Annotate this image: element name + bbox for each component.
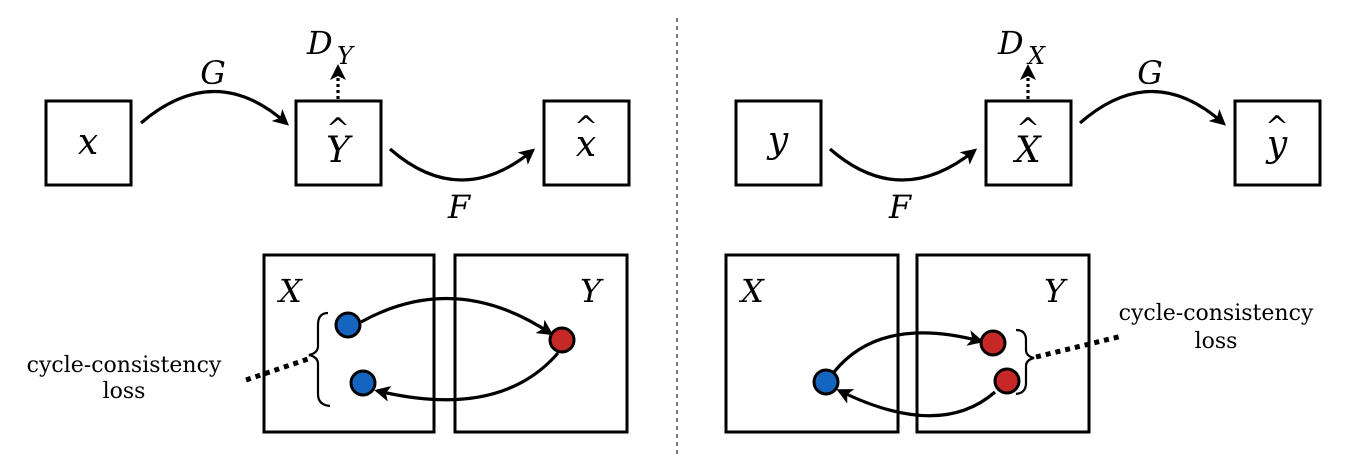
right-domain-y-label: Y xyxy=(1044,272,1068,310)
right-forward-cycle-arrow xyxy=(832,330,984,374)
left-panel: x Y ^ x ^ G F D Y X Y cycle-consistency xyxy=(27,24,631,434)
right-point-x xyxy=(979,329,1007,357)
right-node-y-label: y xyxy=(766,120,789,161)
left-g-arrow xyxy=(139,89,289,126)
left-g-label: G xyxy=(200,54,226,92)
right-f-label: F xyxy=(888,188,913,226)
left-node-xhat-label: x xyxy=(576,124,596,165)
right-node-xhat-hat: ^ xyxy=(1016,112,1039,145)
left-point-x xyxy=(334,311,362,339)
left-f-arrow xyxy=(388,147,536,182)
right-point-y-reconstructed xyxy=(993,367,1021,395)
right-g-arrow xyxy=(1078,89,1226,126)
left-domain-y-box xyxy=(453,253,629,434)
left-node-xhat-box xyxy=(542,99,631,187)
left-loss-connector xyxy=(245,356,309,383)
right-loss-brace xyxy=(1015,328,1035,396)
left-loss-brace xyxy=(308,311,331,408)
left-f-label: F xyxy=(447,188,472,226)
left-domain-x-box xyxy=(262,253,436,434)
right-backward-cycle-arrow xyxy=(836,389,997,418)
left-node-yhat-hat: ^ xyxy=(326,112,349,145)
left-forward-cycle-arrow xyxy=(360,296,554,336)
right-loss-label-line2: loss xyxy=(1195,329,1238,354)
left-loss-label-line1: cycle-consistency xyxy=(27,353,222,378)
left-disc-sub: Y xyxy=(337,42,355,70)
left-node-xhat-hat: ^ xyxy=(574,110,597,143)
right-disc-main: D xyxy=(997,24,1024,62)
right-loss-connector xyxy=(1035,333,1123,360)
right-loss-label-line1: cycle-consistency xyxy=(1119,301,1314,326)
left-node-yhat-box xyxy=(294,99,383,187)
right-point-y-source xyxy=(812,368,840,396)
left-loss-label-line2: loss xyxy=(103,379,146,404)
left-backward-cycle-arrow xyxy=(374,351,560,402)
left-domain-x-label: X xyxy=(276,272,303,310)
left-node-x-label: x xyxy=(78,122,98,163)
right-panel: y X ^ y ^ F G D X X Y cycle-consistency xyxy=(724,24,1322,434)
right-node-yhat-box xyxy=(1233,99,1322,187)
right-node-y-box xyxy=(734,99,823,187)
left-node-x-box xyxy=(44,99,133,187)
left-point-y xyxy=(548,326,576,354)
right-f-arrow xyxy=(828,147,978,182)
left-node-yhat-label: Y xyxy=(326,130,353,171)
right-node-yhat-hat: ^ xyxy=(1265,110,1288,143)
right-node-yhat-label: y xyxy=(1265,124,1288,165)
left-disc-main: D xyxy=(306,24,333,62)
right-disc-sub: X xyxy=(1026,42,1046,70)
right-domain-x-label: X xyxy=(738,272,765,310)
left-domain-y-label: Y xyxy=(580,272,604,310)
right-node-xhat-box xyxy=(984,99,1073,187)
left-point-x-reconstructed xyxy=(349,369,377,397)
right-g-label: G xyxy=(1137,54,1163,92)
right-node-xhat-label: X xyxy=(1012,130,1042,171)
